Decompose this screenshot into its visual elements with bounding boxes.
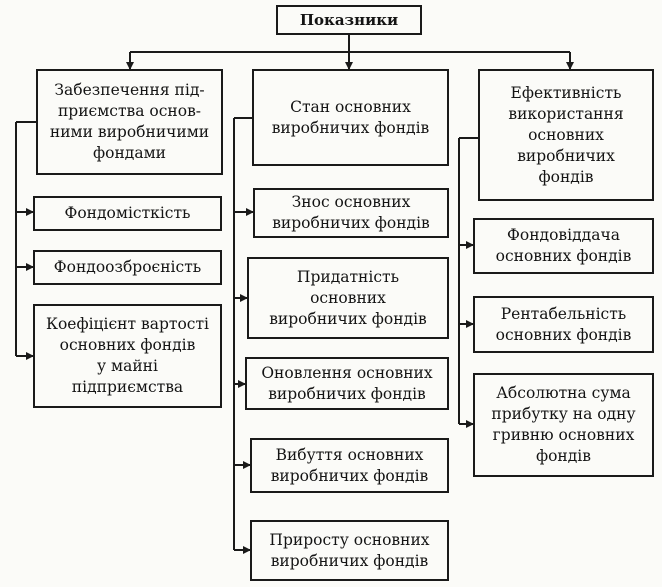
condition-header-box: Стан основних виробничих фондів	[252, 69, 449, 166]
capital-productivity-box: Фондовіддача основних фондів	[473, 218, 654, 274]
renewal-box: Оновлення основних виробничих фондів	[245, 357, 449, 410]
capital-intensity-box: Фондомісткість	[33, 196, 222, 231]
serviceability-box: Придатність основних виробничих фондів	[247, 257, 449, 339]
efficiency-header-box: Ефективність використання основних вироб…	[478, 69, 654, 201]
depreciation-box: Знос основних виробничих фондів	[253, 188, 449, 238]
asset-value-ratio-box: Коефіцієнт вартості основних фондів у ма…	[33, 304, 222, 408]
root-box: Показники	[276, 5, 422, 35]
disposal-box: Вибуття основних виробничих фондів	[250, 438, 449, 493]
growth-box: Приросту основних виробничих фондів	[250, 520, 449, 581]
profitability-box: Рентабельність основних фондів	[473, 296, 654, 353]
profit-per-hryvnia-box: Абсолютна сума прибутку на одну гривню о…	[473, 373, 654, 477]
provision-header-box: Забезпечення під- приємства основ- ними …	[36, 69, 223, 175]
capital-labor-ratio-box: Фондоозброєність	[33, 250, 222, 285]
